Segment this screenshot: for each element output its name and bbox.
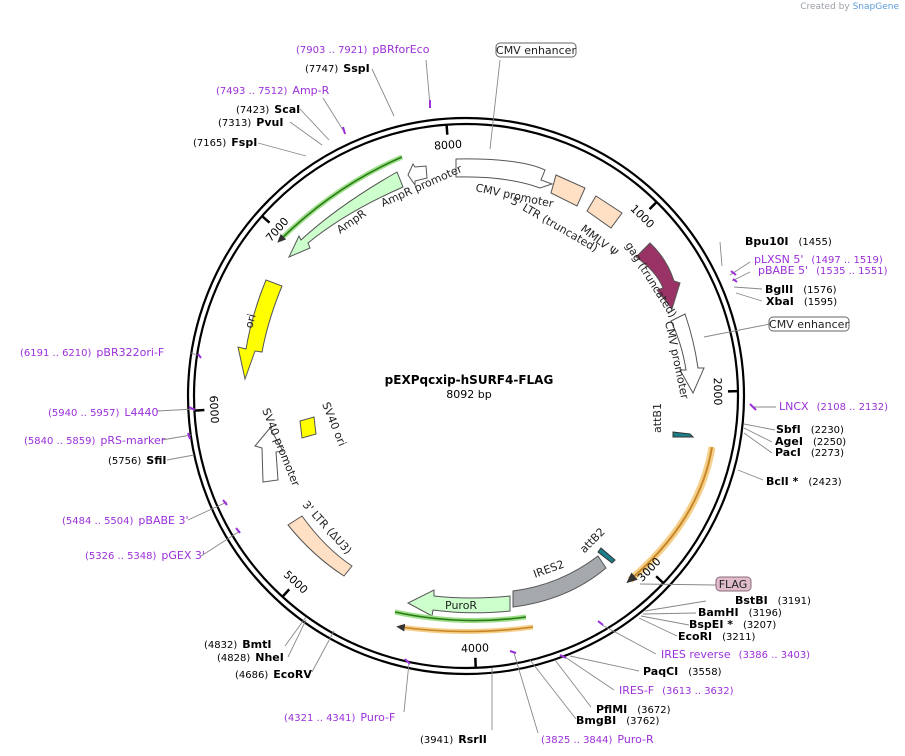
label-ori: ori [242, 312, 258, 329]
feature-gag [635, 242, 681, 311]
backbone-outer [186, 116, 746, 676]
site-label-pbabe-5: pBABE 5'(1535 .. 1551) [758, 264, 888, 277]
site-label-bcli: BclI *(2423) [766, 475, 842, 488]
feature-mmlv-psi [586, 195, 623, 229]
site-label-amp-r: (7493 .. 7512)Amp-R [216, 84, 330, 97]
snapgene-credit: Created by SnapGene [800, 2, 899, 12]
credit-prefix: Created by [800, 2, 850, 12]
feature-puror [406, 589, 511, 617]
site-label-bpu10i: Bpu10I(1455) [745, 235, 832, 248]
site-label-plxsn-5: pLXSN 5'(1497 .. 1519) [754, 253, 883, 266]
site-label-pgex-3: (5326 .. 5348)pGEX 3' [85, 549, 205, 562]
feature-sv40-ori [299, 416, 317, 439]
feature-ori [237, 279, 283, 381]
site-labels: (7903 .. 7921)pBRforEco (7747)SspI (7493 .… [20, 43, 888, 746]
site-label-paci: PacI(2273) [775, 446, 844, 459]
site-label-scai: (7423)ScaI [236, 103, 300, 116]
feature-cmv-promoter-top [455, 158, 554, 189]
tick-label-8000: 8000 [434, 138, 463, 153]
plasmid-name: pEXPqcxip-hSURF4-FLAG [385, 373, 554, 387]
site-label-sfii: (5756)SfiI [108, 454, 166, 467]
boxed-label-cmv-enhancer-top: CMV enhancer [496, 44, 576, 57]
primer-marks [187, 100, 757, 665]
site-label-ires-f: IRES-F(3613 .. 3632) [619, 684, 734, 697]
connector-lines [156, 59, 776, 734]
boxed-labels: CMV enhancer CMV enhancer FLAG [495, 42, 850, 592]
site-label-pflmi: PflMI(3672) [596, 703, 671, 716]
feature-ires2 [512, 555, 607, 608]
tick-label-6000: 6000 [207, 395, 221, 424]
site-label-sspi: (7747)SspI [305, 62, 370, 75]
site-label-pbrforeco: (7903 .. 7921)pBRforEco [296, 43, 430, 56]
feature-cmv-promoter-right [670, 313, 705, 395]
site-label-ires-reverse: IRES reverse(3386 .. 3403) [661, 648, 810, 661]
feature-arrows [237, 154, 716, 634]
site-label-pbr322ori-f: (6191 .. 6210)pBR322ori-F [20, 346, 164, 359]
boxed-label-flag: FLAG [719, 578, 748, 591]
label-attb1: attB1 [651, 403, 664, 433]
site-label-prs-marker: (5840 .. 5859)pRS-marker [24, 434, 166, 447]
site-label-puro-f: (4321 .. 4341)Puro-F [284, 711, 395, 724]
feature-ampr-promoter [407, 162, 428, 187]
site-label-nhei: (4828)NheI [217, 651, 284, 664]
credit-brand: SnapGene [852, 2, 899, 12]
boxed-label-cmv-enhancer-right: CMV enhancer [769, 318, 849, 331]
feature-5-ltr [550, 174, 586, 207]
insert-highlight [627, 446, 716, 583]
site-label-paqci: PaqCI(3558) [643, 665, 722, 678]
label-sv40-ori: SV40 ori [319, 400, 348, 448]
site-label-pbabe-3: (5484 .. 5504)pBABE 3' [62, 514, 189, 527]
tick-8000 [445, 124, 449, 135]
site-label-puro-r: (3825 .. 3844)Puro-R [541, 733, 654, 746]
site-label-pvui: (7313)PvuI [218, 116, 283, 129]
site-label-bstbi: BstBI(3191) [735, 594, 811, 607]
site-label-bglii: BglII(1576) [765, 283, 837, 296]
tick-3000 [655, 575, 665, 585]
tick-6000 [194, 408, 205, 412]
feature-sv40-promoter [254, 427, 284, 483]
tick-label-2000: 2000 [711, 377, 724, 405]
tick-7000 [261, 215, 271, 224]
tick-1000 [648, 201, 658, 210]
feature-ampr [287, 171, 404, 258]
site-label-ecorv: (4686)EcoRV [235, 668, 312, 681]
tick-5000 [281, 588, 291, 598]
insert-orf [626, 446, 713, 584]
site-label-bamhi: BamHI(3196) [698, 606, 782, 619]
site-label-agei: AgeI(2250) [775, 435, 846, 448]
site-label-lncx: LNCX(2108 .. 2132) [779, 400, 888, 413]
feature-attb2 [597, 547, 616, 564]
site-label-xbai: XbaI(1595) [766, 295, 837, 308]
backbone-inner [192, 122, 740, 670]
site-label-bmgbi: BmgBI(3762) [576, 714, 660, 727]
site-label-fspi: (7165)FspI [193, 136, 257, 149]
tick-marks [194, 124, 738, 668]
site-label-sbfi: SbfI(2230) [776, 423, 844, 436]
tick-label-4000: 4000 [461, 641, 489, 655]
label-puror: PuroR [445, 599, 477, 612]
site-label-bspei: BspEI *(3207) [689, 618, 776, 631]
site-label-l4440: (5940 .. 5957)L4440 [48, 406, 159, 419]
site-label-bmti: (4832)BmtI [204, 638, 271, 651]
site-label-ecori: EcoRI(3211) [678, 630, 756, 643]
site-label-rsrii: (3941)RsrII [420, 733, 487, 746]
label-ires2: IRES2 [532, 558, 566, 581]
plasmid-size: 8092 bp [446, 388, 491, 401]
feature-attb1 [672, 431, 695, 438]
feature-3-ltr [287, 515, 353, 577]
